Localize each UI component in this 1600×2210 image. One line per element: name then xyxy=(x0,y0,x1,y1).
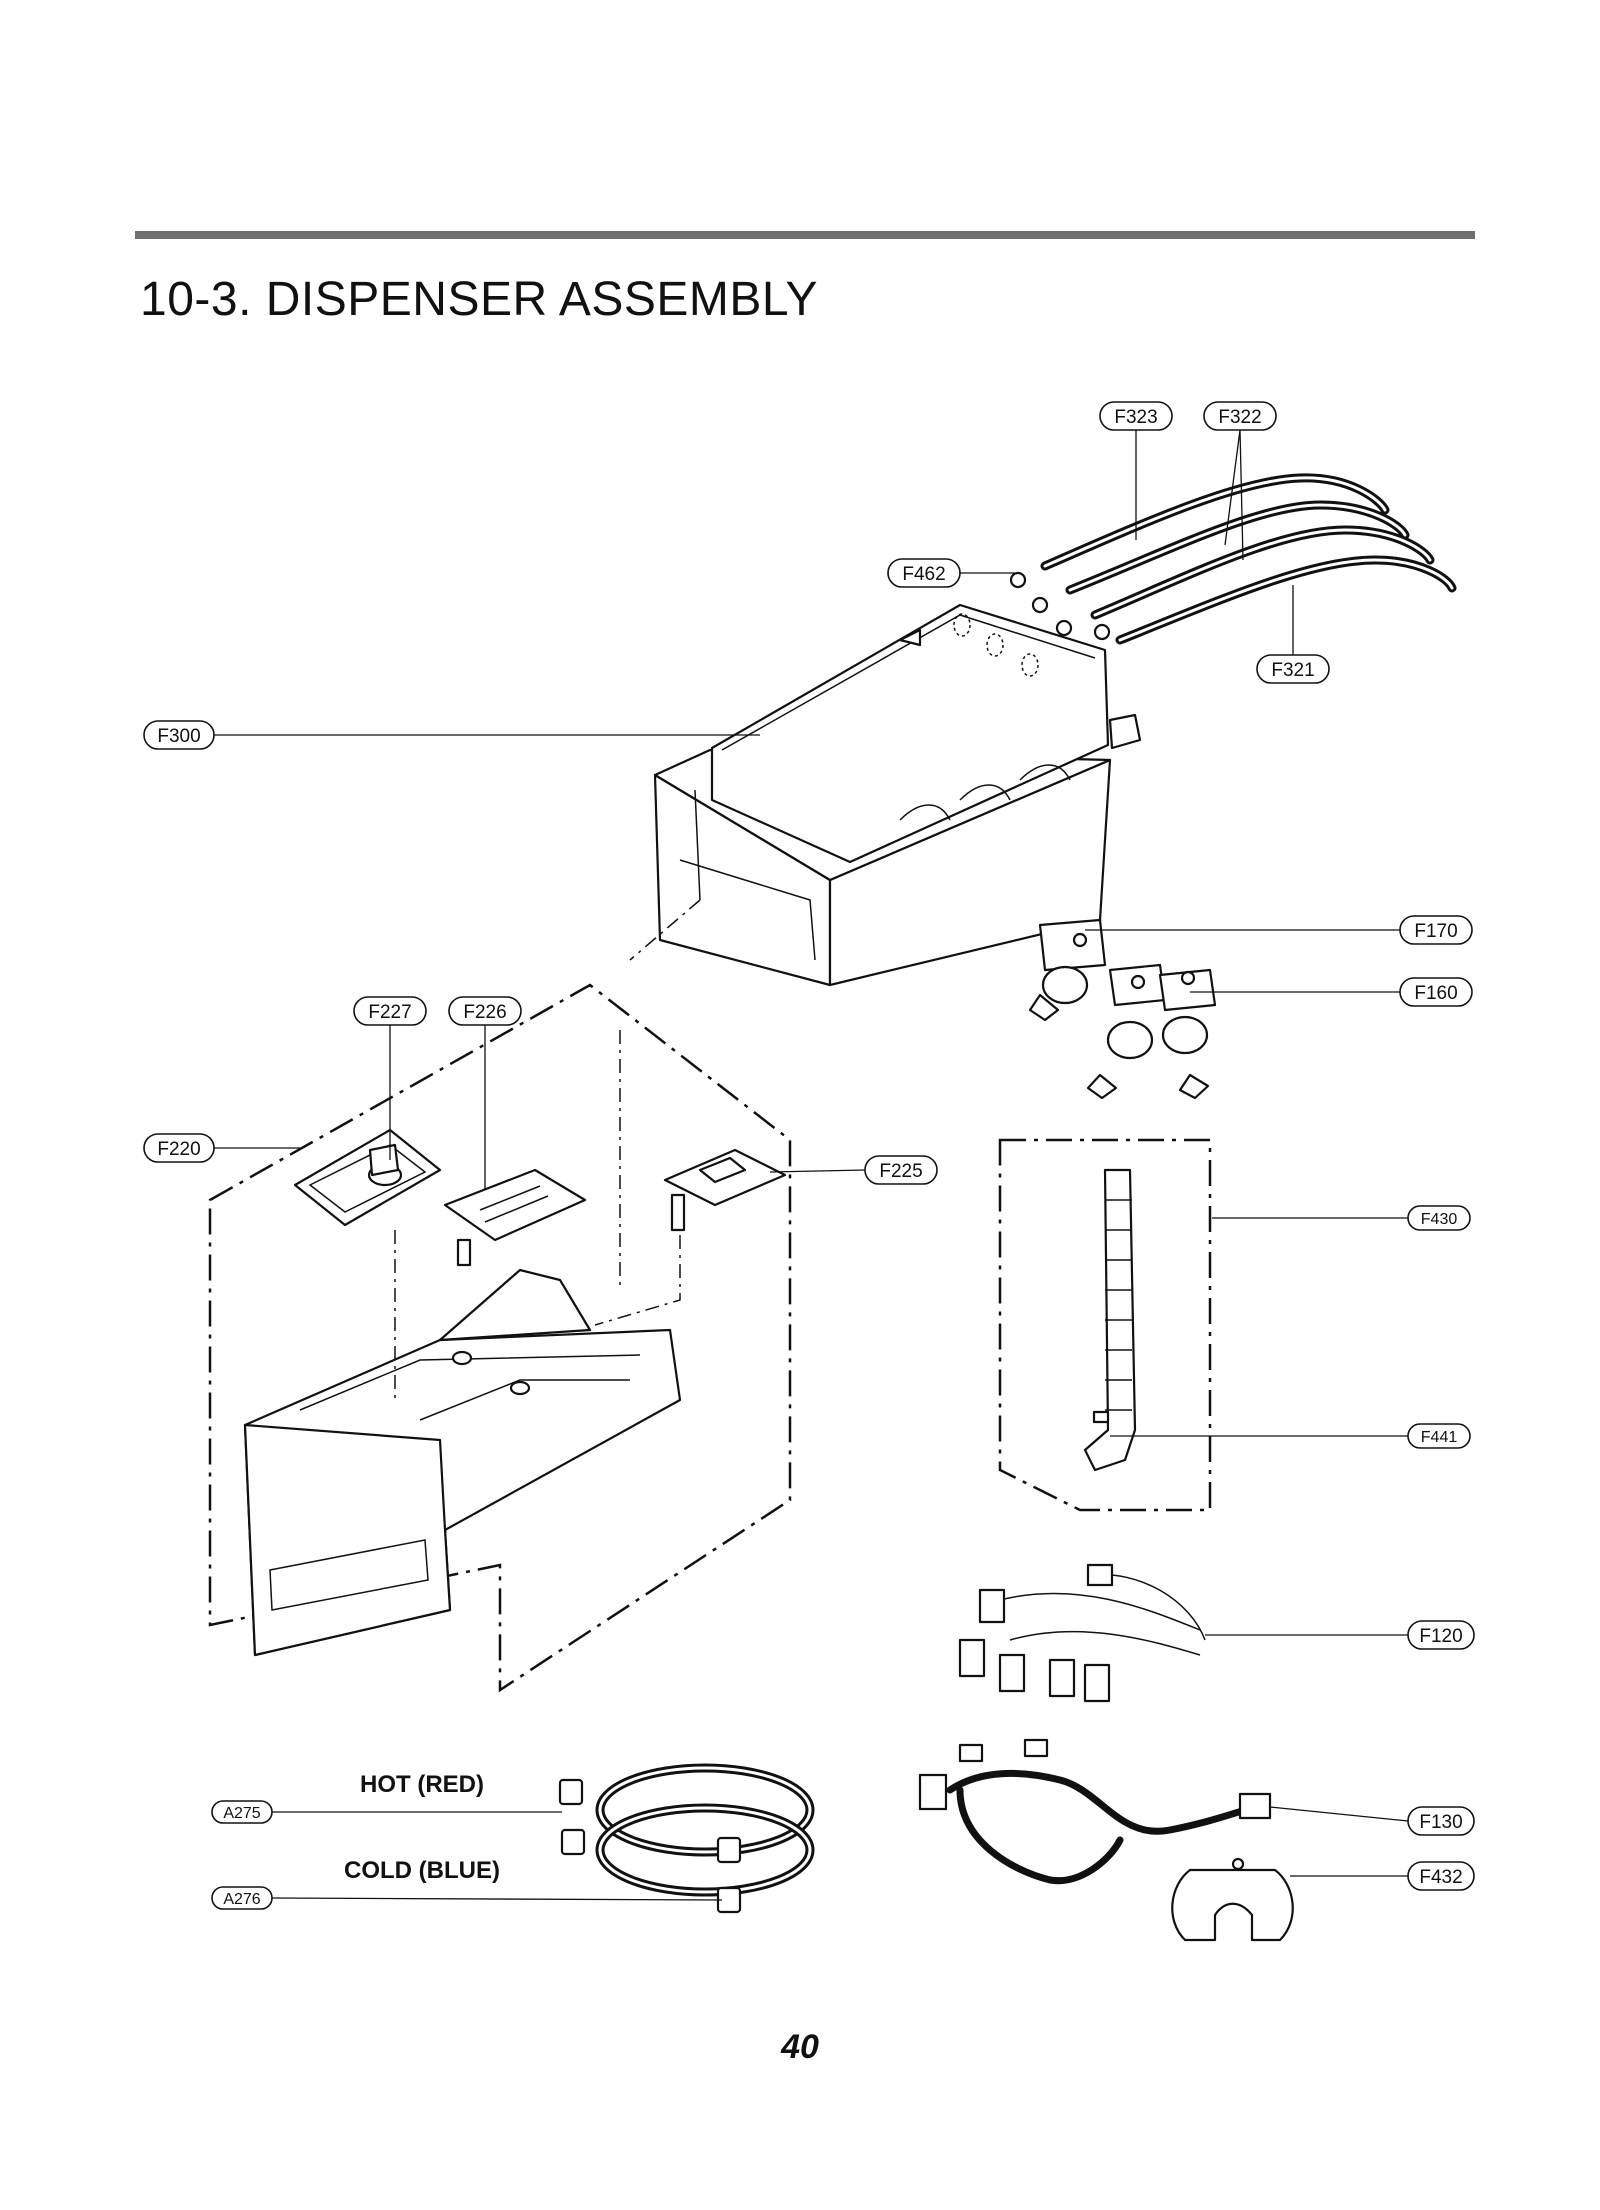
callout-f226: F226 xyxy=(448,996,522,1026)
callout-f441: F441 xyxy=(1407,1423,1471,1449)
callout-f432: F432 xyxy=(1407,1861,1475,1891)
callout-f170: F170 xyxy=(1399,915,1473,945)
page-title: 10-3. DISPENSER ASSEMBLY xyxy=(140,273,819,326)
callout-f160: F160 xyxy=(1399,977,1473,1007)
cold-hose-label: COLD (BLUE) xyxy=(344,1857,500,1884)
callout-label: F170 xyxy=(1414,921,1457,942)
callout-f323: F323 xyxy=(1099,401,1173,431)
callout-label: F430 xyxy=(1421,1211,1458,1228)
callout-label: A275 xyxy=(223,1805,260,1822)
callout-label: F227 xyxy=(368,1002,411,1023)
drawer-assembly xyxy=(208,899,792,1693)
hot-hose-label: HOT (RED) xyxy=(360,1771,484,1798)
callout-label: F120 xyxy=(1419,1626,1462,1647)
callout-f227: F227 xyxy=(353,996,427,1026)
callout-label: F225 xyxy=(879,1161,922,1182)
callout-f430: F430 xyxy=(1407,1205,1471,1231)
callout-f130: F130 xyxy=(1407,1806,1475,1836)
callout-label: F220 xyxy=(157,1139,200,1160)
callout-f120: F120 xyxy=(1407,1620,1475,1650)
callout-a275: A275 xyxy=(211,1800,273,1824)
callout-label: F322 xyxy=(1218,407,1261,428)
dispenser-housing xyxy=(653,603,1142,987)
callout-label: F130 xyxy=(1419,1812,1462,1833)
water-hoses xyxy=(558,1763,815,1914)
callout-f321: F321 xyxy=(1256,654,1330,684)
callout-label: A276 xyxy=(223,1891,260,1908)
callout-f300: F300 xyxy=(143,720,215,750)
header-rule xyxy=(135,231,1475,239)
callout-f220: F220 xyxy=(143,1133,215,1163)
callout-label: F432 xyxy=(1419,1867,1462,1888)
callout-label: F160 xyxy=(1414,983,1457,1004)
page-number: 40 xyxy=(781,2028,819,2066)
callout-label: F323 xyxy=(1114,407,1157,428)
callout-a276: A276 xyxy=(211,1886,273,1910)
callout-label: F462 xyxy=(902,564,945,585)
callout-f225: F225 xyxy=(864,1155,938,1185)
leader-lines xyxy=(212,429,1409,1901)
callout-f322: F322 xyxy=(1203,401,1277,431)
callout-label: F441 xyxy=(1421,1429,1458,1446)
drain-hose-box xyxy=(998,1138,1212,1512)
callout-label: F300 xyxy=(157,726,200,747)
wire-harnesses xyxy=(918,1563,1294,1942)
inlet-hoses xyxy=(1009,473,1457,645)
callout-label: F226 xyxy=(463,1002,506,1023)
callout-f462: F462 xyxy=(887,558,961,588)
callout-label: F321 xyxy=(1271,660,1314,681)
water-valves xyxy=(1028,918,1217,1100)
